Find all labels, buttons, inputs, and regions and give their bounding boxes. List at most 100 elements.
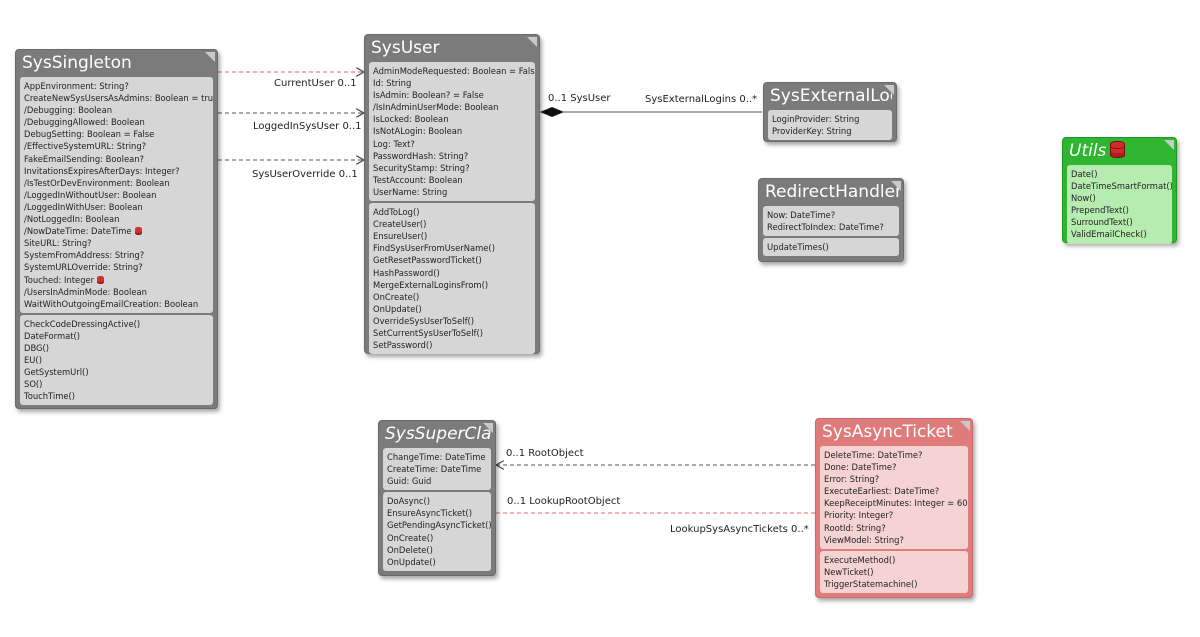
method[interactable]: EU() <box>24 355 42 366</box>
method[interactable]: OnUpdate() <box>387 556 436 567</box>
attribute[interactable]: /Debugging: Boolean <box>24 105 113 116</box>
attribute[interactable]: TestAccount: Boolean <box>373 174 463 185</box>
method[interactable]: PrependText() <box>1071 205 1129 216</box>
attribute[interactable]: /IsInAdminUserMode: Boolean <box>373 102 499 113</box>
method[interactable]: CreateUser() <box>373 219 427 230</box>
attribute[interactable]: DebugSetting: Boolean = False <box>24 129 155 140</box>
attribute[interactable]: ProviderKey: String <box>772 126 852 137</box>
class-sys-super-class[interactable]: SysSuperClass ChangeTime: DateTime Creat… <box>378 420 496 576</box>
attribute[interactable]: SystemFromAddress: String? <box>24 250 145 261</box>
class-title: SysAsyncTicket <box>822 422 953 442</box>
attribute[interactable]: /DebuggingAllowed: Boolean <box>24 117 145 128</box>
attribute[interactable]: IsAdmin: Boolean? = False <box>373 90 484 101</box>
method[interactable]: OnUpdate() <box>373 303 422 314</box>
method[interactable]: OverrideSysUserToSelf() <box>373 315 475 326</box>
attribute[interactable]: /LoggedInWithoutUser: Boolean <box>24 189 157 200</box>
attribute[interactable]: AppEnvironment: String? <box>24 81 129 91</box>
attribute[interactable]: SecurityStamp: String? <box>373 162 470 173</box>
attribute[interactable]: RootId: String? <box>824 522 886 533</box>
attribute[interactable]: KeepReceiptMinutes: Integer = 60 <box>824 498 968 509</box>
method[interactable]: GetSystemUrl() <box>24 367 89 378</box>
method[interactable]: DBG() <box>24 342 50 353</box>
attribute[interactable]: DeleteTime: DateTime? <box>824 450 923 460</box>
class-title: SysSingleton <box>22 53 132 73</box>
class-redirect-handler[interactable]: RedirectHandler Now: DateTime? RedirectT… <box>758 178 904 262</box>
method[interactable]: DoAsync() <box>387 496 431 507</box>
class-title: Utils <box>1069 141 1107 161</box>
method[interactable]: DateFormat() <box>24 330 81 341</box>
attribute[interactable]: /EffectiveSystemURL: String? <box>24 141 147 152</box>
attribute[interactable]: ExecuteEarliest: DateTime? <box>824 486 940 497</box>
method[interactable]: TouchTime() <box>24 391 76 402</box>
class-sys-user[interactable]: SysUser AdminModeRequested: Boolean = Fa… <box>364 34 540 355</box>
class-sys-singleton[interactable]: SysSingleton AppEnvironment: String? Cre… <box>15 49 218 409</box>
attribute[interactable]: Guid: Guid <box>387 476 432 487</box>
attribute[interactable]: PasswordHash: String? <box>373 150 469 161</box>
method[interactable]: FindSysUserFromUserName() <box>373 243 495 254</box>
attribute[interactable]: IsLocked: Boolean <box>373 114 449 125</box>
method[interactable]: HashPassword() <box>373 267 440 278</box>
attribute[interactable]: InvitationsExpiresAfterDays: Integer? <box>24 165 180 176</box>
method[interactable]: DateTimeSmartFormat() <box>1071 181 1172 192</box>
method[interactable]: SurroundText() <box>1071 217 1133 228</box>
class-sys-async-ticket[interactable]: SysAsyncTicket DeleteTime: DateTime? Don… <box>815 418 973 598</box>
method[interactable]: EnsureUser() <box>373 231 428 242</box>
label-root-object: 0..1 RootObject <box>506 448 584 459</box>
methods-section: CheckCodeDressingActive() DateFormat() D… <box>20 314 213 406</box>
method[interactable]: EnsureAsyncTicket() <box>387 508 472 519</box>
method[interactable]: OnDelete() <box>387 544 433 555</box>
method[interactable]: Date() <box>1071 169 1098 179</box>
attribute: Touched: Integer <box>24 274 95 285</box>
attribute[interactable]: Log: Text? <box>373 138 415 149</box>
attribute[interactable]: /IsTestOrDevEnvironment: Boolean <box>24 177 170 188</box>
method[interactable]: CheckCodeDressingActive() <box>24 318 141 329</box>
method[interactable]: OnCreate() <box>387 532 434 543</box>
attribute[interactable]: FakeEmailSending: Boolean? <box>24 153 145 164</box>
attribute[interactable]: /UsersInAdminMode: Boolean <box>24 286 147 297</box>
attribute[interactable]: ViewModel: String? <box>824 534 904 545</box>
method[interactable]: Now() <box>1071 193 1096 204</box>
method[interactable]: AddToLog() <box>373 207 420 218</box>
attribute[interactable]: CreateNewSysUsersAsAdmins: Boolean = tru… <box>24 93 213 104</box>
method[interactable]: SO() <box>24 379 43 390</box>
methods-section: ExecuteMethod() NewTicket() TriggerState… <box>820 550 968 594</box>
method[interactable]: OnCreate() <box>373 291 420 302</box>
persisted-database-icon <box>134 227 142 236</box>
method[interactable]: SetPassword() <box>373 340 433 351</box>
attribute[interactable]: Priority: Integer? <box>824 510 894 521</box>
method[interactable]: GetPendingAsyncTicket() <box>387 520 491 531</box>
attribute[interactable]: SiteURL: String? <box>24 238 92 249</box>
attribute[interactable]: LoginProvider: String <box>772 114 860 124</box>
attribute[interactable]: IsNotALogin: Boolean <box>373 126 463 137</box>
class-sys-external-login[interactable]: SysExternalLogin LoginProvider: String P… <box>763 82 897 142</box>
attribute[interactable]: Done: DateTime? <box>824 462 897 473</box>
method[interactable]: ExecuteMethod() <box>824 554 896 565</box>
attribute[interactable]: SystemURLOverride: String? <box>24 262 143 273</box>
method[interactable]: MergeExternalLoginsFrom() <box>373 279 489 290</box>
attribute[interactable]: CreateTime: DateTime <box>387 464 482 475</box>
class-title: SysSuperClass <box>385 424 491 444</box>
attributes-section: AdminModeRequested: Boolean = False Id: … <box>369 62 535 202</box>
attribute[interactable]: AdminModeRequested: Boolean = False <box>373 66 535 76</box>
method[interactable]: TriggerStatemachine() <box>824 578 918 589</box>
method[interactable]: GetResetPasswordTicket() <box>373 255 482 266</box>
attribute[interactable]: /NotLoggedIn: Boolean <box>24 214 120 225</box>
attributes-section: LoginProvider: String ProviderKey: Strin… <box>768 110 892 141</box>
attribute[interactable]: WaitWithOutgoingEmailCreation: Boolean <box>24 298 199 309</box>
class-utils[interactable]: Utils Date() DateTimeSmartFormat() Now()… <box>1062 137 1177 244</box>
method[interactable]: UpdateTimes() <box>767 242 829 253</box>
attribute-row[interactable]: /NowDateTime: DateTime <box>24 225 209 237</box>
attribute[interactable]: Id: String <box>373 78 412 89</box>
attribute[interactable]: ChangeTime: DateTime <box>387 452 486 462</box>
method[interactable]: SetCurrentSysUserToSelf() <box>373 327 484 338</box>
attribute-row[interactable]: Touched: Integer <box>24 274 209 286</box>
method[interactable]: ValidEmailCheck() <box>1071 229 1147 240</box>
method[interactable]: NewTicket() <box>824 566 874 577</box>
attribute[interactable]: Now: DateTime? <box>767 210 836 220</box>
attribute[interactable]: Error: String? <box>824 474 880 485</box>
attribute[interactable]: UserName: String <box>373 186 448 197</box>
persisted-database-icon <box>97 275 105 284</box>
attribute[interactable]: RedirectToIndex: DateTime? <box>767 222 884 233</box>
attribute[interactable]: /LoggedInWithUser: Boolean <box>24 201 143 212</box>
